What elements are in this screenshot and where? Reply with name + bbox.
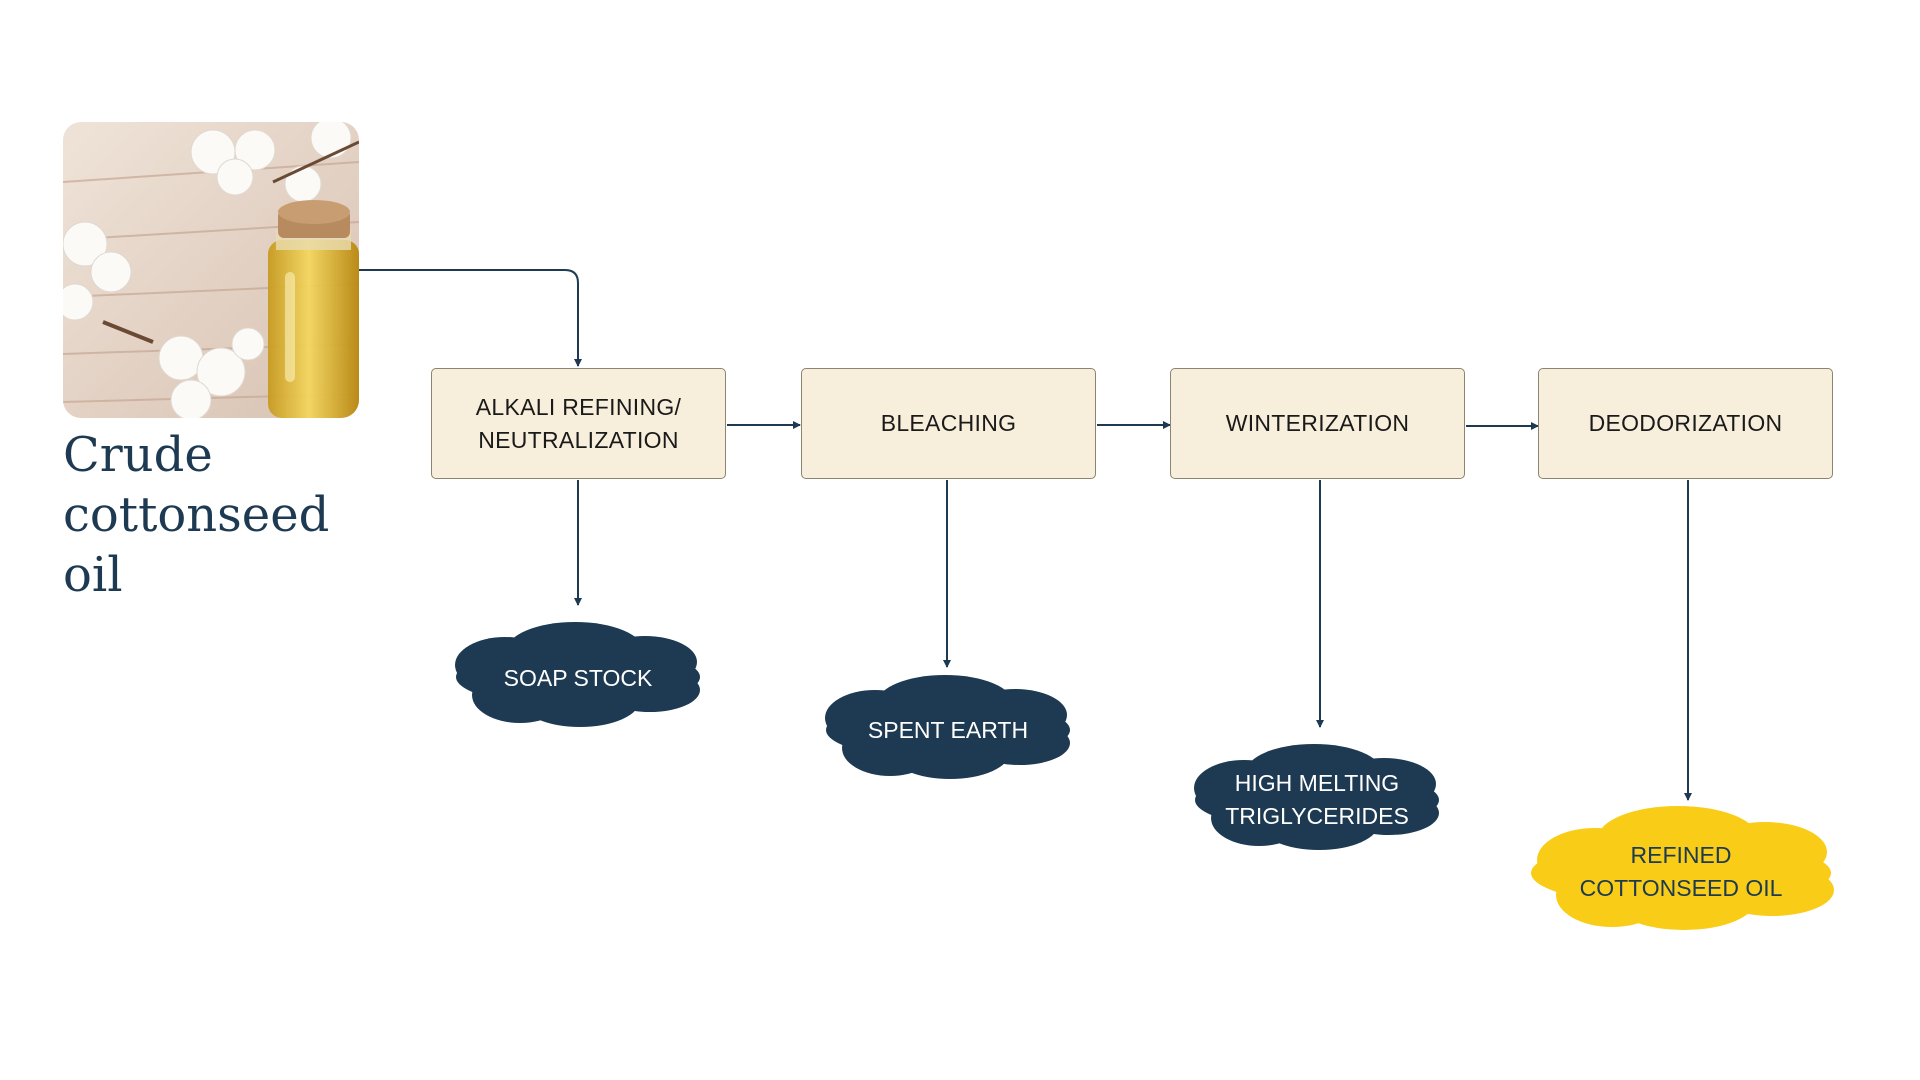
output-label-line: SOAP STOCK	[503, 664, 653, 691]
step-label-line: DEODORIZATION	[1588, 410, 1783, 436]
cloud-shape-refined-cottonseed-oil	[1531, 806, 1834, 930]
output-label-line: HIGH MELTING	[1234, 770, 1400, 796]
output-label-line: SPENT EARTH	[867, 716, 1029, 743]
step-winterization: WINTERIZATION	[1170, 368, 1465, 479]
step-label-line: ALKALI REFINING/	[475, 393, 682, 420]
step-label-line: NEUTRALIZATION	[478, 426, 679, 453]
cloud-shape-spent-earth	[825, 675, 1070, 779]
step-alkali-refining: ALKALI REFINING/ NEUTRALIZATION	[431, 368, 726, 479]
step-deodorization: DEODORIZATION	[1538, 368, 1833, 479]
output-high-melting-triglycerides: HIGH MELTING TRIGLYCERIDES	[1197, 762, 1437, 838]
output-label-line: REFINED	[1630, 842, 1732, 868]
crude-cottonseed-oil-photo	[63, 122, 359, 418]
step-label-line: BLEACHING	[880, 410, 1017, 436]
cloud-shape-soap-stock	[455, 622, 700, 727]
source-label-line: cottonseed	[63, 487, 330, 543]
output-soap-stock: SOAP STOCK	[458, 640, 698, 716]
output-label-line: TRIGLYCERIDES	[1225, 803, 1409, 829]
connector-source-to-alkali	[359, 269, 582, 367]
step-label-line: WINTERIZATION	[1225, 410, 1410, 436]
source-label: Crude cottonseed oil	[63, 425, 363, 605]
step-bleaching: BLEACHING	[801, 368, 1096, 479]
source-label-line: oil	[63, 547, 123, 603]
source-label-line: Crude	[63, 427, 213, 483]
output-label-line: COTTONSEED OIL	[1579, 875, 1783, 901]
cloud-shape-high-melting-triglycerides	[1194, 744, 1439, 850]
output-spent-earth: SPENT EARTH	[828, 692, 1068, 768]
output-refined-cottonseed-oil: REFINED COTTONSEED OIL	[1531, 832, 1831, 912]
